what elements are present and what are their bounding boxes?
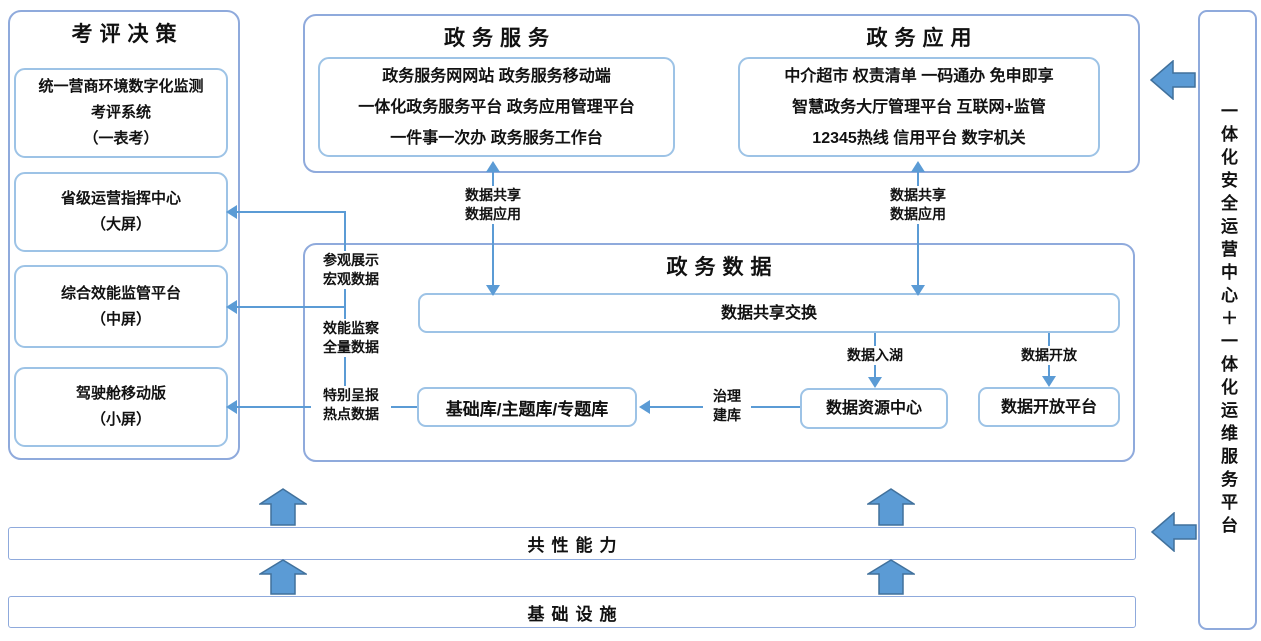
spine2-line1: 效能监察 [323, 320, 379, 336]
data-exchange-label: 数据共享交换 [720, 304, 817, 322]
share-arrow-left-down-head [486, 285, 500, 296]
application-line3: 12345热线 信用平台 数字机关 [812, 129, 1026, 147]
govern-line1: 治理 [713, 388, 741, 404]
fat-left-arrow-top-icon [1150, 60, 1196, 100]
lake-label: 数据入湖 [837, 346, 913, 365]
application-line2: 智慧政务大厅管理平台 互联网+监管 [792, 98, 1046, 116]
spine-label-1: 参观展示 宏观数据 [311, 251, 391, 289]
performance-platform-line2: （中屏） [90, 310, 151, 328]
spine2-line2: 全量数据 [323, 339, 379, 355]
data-panel-title: 政务数据 [666, 256, 779, 279]
open-platform-label: 数据开放平台 [1000, 398, 1097, 416]
spine-line [344, 211, 346, 408]
share-right-line2: 数据应用 [890, 206, 946, 222]
monitor-system-line1: 统一营商环境数字化监测 [38, 78, 204, 95]
spine-label-2: 效能监察 全量数据 [311, 319, 391, 357]
province-command-line1: 省级运营指挥中心 [60, 190, 181, 207]
share-arrow-left-up-head [486, 161, 500, 172]
open-platform-box: 数据开放平台 [978, 387, 1120, 427]
service-title: 政务服务 [444, 27, 556, 50]
share-arrow-right-up-head [911, 161, 925, 172]
fat-up-arrow-left-top-icon [259, 488, 307, 526]
capability-bar: 共性能力 [8, 527, 1136, 560]
performance-platform-box: 综合效能监管平台 （中屏） [14, 265, 228, 348]
share-right-line1: 数据共享 [890, 187, 946, 203]
infrastructure-bar: 基础设施 [8, 596, 1136, 628]
resource-center-label: 数据资源中心 [825, 400, 922, 417]
share-left-line1: 数据共享 [465, 187, 521, 203]
branch-line-2 [234, 306, 345, 308]
resource-center-box: 数据资源中心 [800, 388, 948, 429]
branch-arrow-head-2 [226, 300, 237, 314]
spine3-line2: 热点数据 [323, 406, 379, 422]
share-arrow-right-line [917, 170, 919, 287]
performance-platform-line1: 综合效能监管平台 [60, 284, 181, 302]
mobile-cockpit-line2: （小屏） [90, 411, 151, 428]
service-line3: 一件事一次办 政务服务工作台 [390, 129, 603, 147]
branch-arrow-head-1 [226, 205, 237, 219]
lake-arrow-head [868, 377, 882, 388]
capability-label: 共性能力 [527, 536, 624, 555]
spine1-line2: 宏观数据 [323, 271, 379, 287]
right-panel: 一体化安全运营中心＋一体化运维服务平台 [1198, 10, 1257, 630]
mobile-cockpit-box: 驾驶舱移动版 （小屏） [14, 367, 228, 447]
share-right-label: 数据共享 数据应用 [880, 186, 956, 224]
govern-label: 治理 建库 [703, 387, 751, 425]
monitor-system-box: 统一营商环境数字化监测 考评系统 （一表考） [14, 68, 228, 158]
spine1-line1: 参观展示 [323, 252, 379, 268]
province-command-line2: （大屏） [90, 216, 151, 233]
spine3-line1: 特别呈报 [323, 387, 379, 403]
branch-line-1 [234, 211, 345, 213]
application-title: 政务应用 [866, 27, 979, 50]
application-line1: 中介超市 权责清单 一码通办 免申即享 [784, 67, 1054, 85]
govern-line2: 建库 [713, 407, 741, 423]
fat-up-arrow-left-bottom-icon [259, 559, 307, 595]
spine-label-3: 特别呈报 热点数据 [311, 386, 391, 424]
fat-left-arrow-bottom-icon [1151, 512, 1197, 552]
fat-up-arrow-right-top-icon [867, 488, 915, 526]
infrastructure-label: 基础设施 [527, 604, 624, 624]
branch-arrow-head-3 [226, 400, 237, 414]
monitor-system-line3: （一表考） [83, 130, 159, 147]
application-inner-box: 中介超市 权责清单 一码通办 免申即享 智慧政务大厅管理平台 互联网+监管 12… [738, 57, 1100, 157]
fat-up-arrow-right-bottom-icon [867, 559, 915, 595]
service-line2: 一体化政务服务平台 政务应用管理平台 [358, 98, 635, 116]
base-db-label: 基础库/主题库/专题库 [445, 399, 609, 419]
data-exchange-bar: 数据共享交换 [418, 293, 1120, 333]
share-arrow-right-down-head [911, 285, 925, 296]
open-label: 数据开放 [1011, 346, 1087, 365]
mobile-cockpit-line1: 驾驶舱移动版 [75, 385, 166, 402]
monitor-system-line2: 考评系统 [90, 104, 151, 121]
share-arrow-left-line [492, 170, 494, 287]
service-inner-box: 政务服务网网站 政务服务移动端 一体化政务服务平台 政务应用管理平台 一件事一次… [318, 57, 675, 157]
service-line1: 政务服务网网站 政务服务移动端 [382, 67, 611, 85]
evaluation-panel-title: 考评决策 [71, 23, 184, 46]
open-arrow-head [1042, 376, 1056, 387]
share-left-line2: 数据应用 [465, 206, 521, 222]
share-left-label: 数据共享 数据应用 [455, 186, 531, 224]
base-db-box: 基础库/主题库/专题库 [417, 387, 637, 427]
province-command-center-box: 省级运营指挥中心 （大屏） [14, 172, 228, 252]
govern-arrow-head [639, 400, 650, 414]
right-panel-text: 一体化安全运营中心＋一体化运维服务平台 [1218, 101, 1237, 539]
